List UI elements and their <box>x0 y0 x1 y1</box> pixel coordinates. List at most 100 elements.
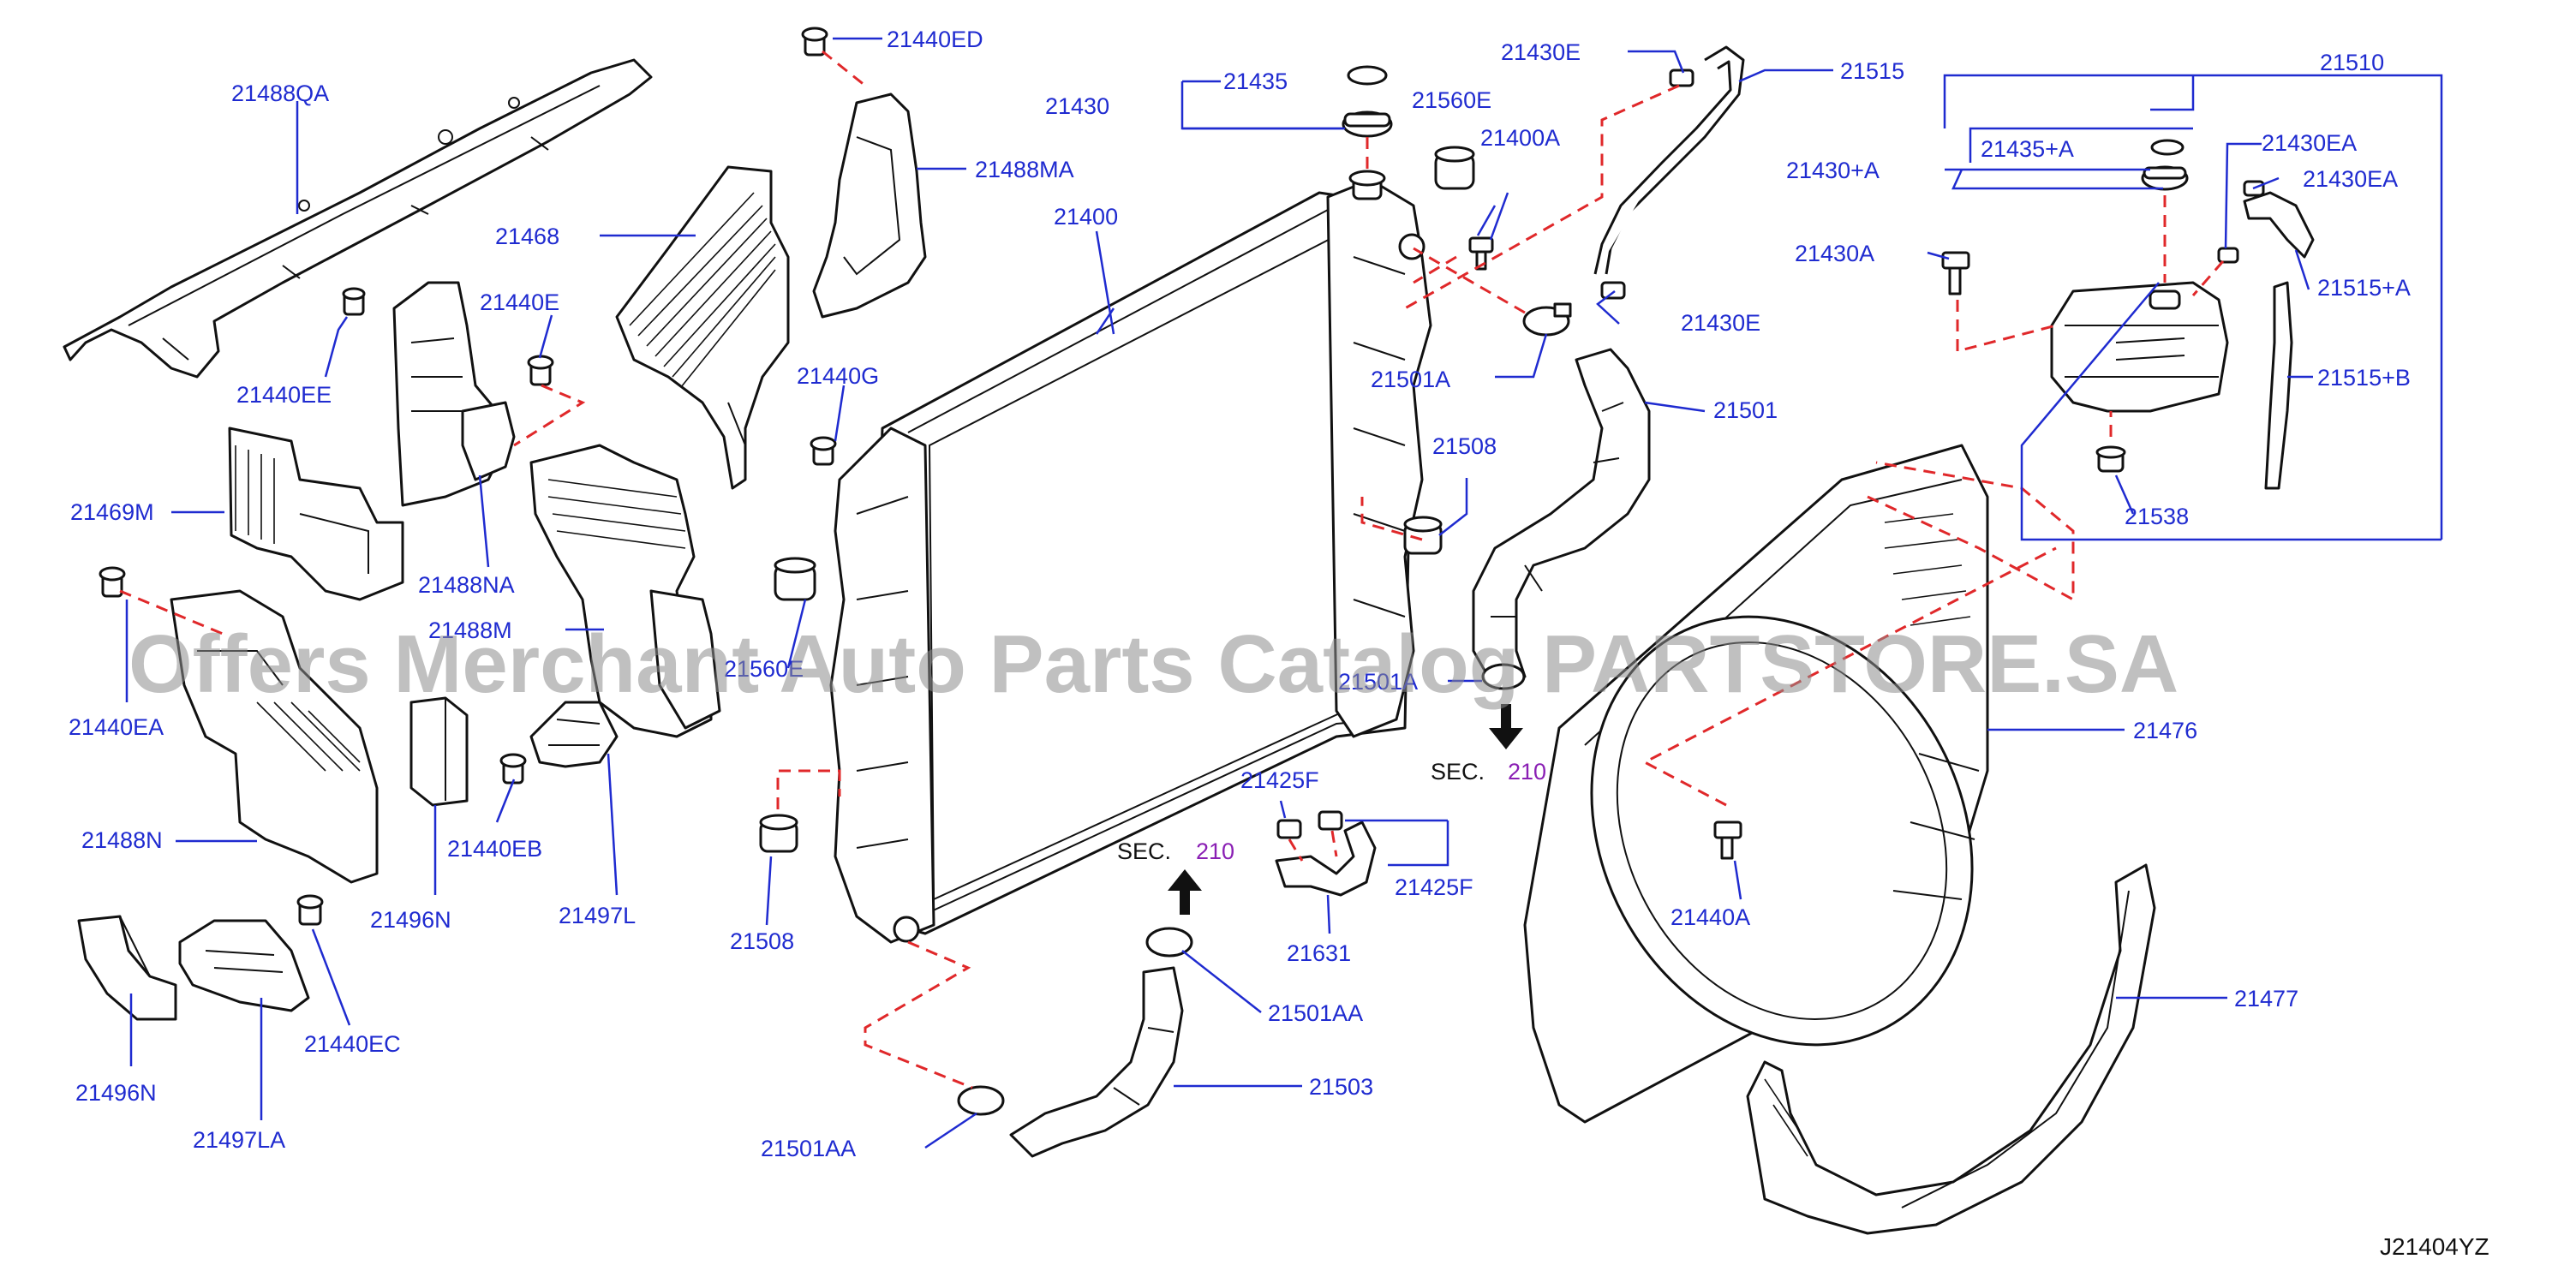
part-21425F-right <box>1318 810 1343 831</box>
part-21440EA-left <box>99 566 126 598</box>
label-21515B-plus: 21515+B <box>2317 365 2411 391</box>
part-21430A-bolt <box>1941 251 1970 295</box>
part-21400A-bolt <box>1468 236 1494 271</box>
sec-right-number: 210 <box>1508 759 1546 785</box>
sec-right-word: SEC. <box>1431 759 1485 785</box>
label-21430E-low: 21430E <box>1681 310 1760 336</box>
label-21560E: 21560E <box>1412 87 1491 113</box>
label-21469M: 21469M <box>70 499 154 525</box>
label-21440ED: 21440ED <box>887 27 983 52</box>
part-21501AA-clamp-mid <box>1145 927 1193 958</box>
part-21469M <box>228 427 404 601</box>
label-21501A-mid: 21501A <box>1338 669 1418 695</box>
part-21430-cap <box>1342 110 1393 138</box>
part-21435A-seal <box>2150 139 2185 156</box>
part-21501A-clamp-mid <box>1481 663 1526 690</box>
part-21496N-lower <box>77 915 177 1021</box>
part-21430EA-clip-1 <box>2217 247 2239 264</box>
label-21631: 21631 <box>1287 940 1351 966</box>
label-21497L: 21497L <box>559 903 636 928</box>
part-21440A-bolt <box>1713 820 1742 860</box>
label-21430EA-2: 21430EA <box>2303 166 2398 192</box>
label-21501AA-low: 21501AA <box>761 1136 856 1161</box>
part-21515-hose <box>1593 45 1745 275</box>
part-21440E-left <box>527 355 554 386</box>
label-21488NA: 21488NA <box>418 572 515 598</box>
sec-arrow-right <box>1489 704 1523 749</box>
label-21430A-plus: 21430+A <box>1786 158 1880 183</box>
label-21425F-top: 21425F <box>1240 767 1319 793</box>
part-21497L <box>529 701 619 768</box>
part-21400-radiator <box>829 170 1432 944</box>
label-21468: 21468 <box>495 224 559 249</box>
label-21440EB: 21440EB <box>447 836 542 862</box>
sec-left-number: 210 <box>1196 838 1234 864</box>
label-21515: 21515 <box>1840 58 1904 84</box>
watermark-text: Offers Merchant Auto Parts Catalog PARTS… <box>129 618 2179 710</box>
label-21425F-right: 21425F <box>1395 874 1473 900</box>
part-21508-left <box>759 814 798 853</box>
label-21430A: 21430A <box>1795 241 1874 266</box>
part-21560E-left <box>774 557 816 601</box>
part-21488N <box>170 589 379 884</box>
part-21538-cap <box>2095 445 2126 473</box>
label-21496N-middle: 21496N <box>370 907 451 933</box>
label-21488MA: 21488MA <box>975 157 1074 182</box>
part-21515B-hose <box>2264 281 2293 490</box>
diagram-code: J21404YZ <box>2380 1233 2489 1260</box>
part-21468 <box>615 165 790 490</box>
part-21440EB <box>499 753 527 785</box>
label-21508-left: 21508 <box>730 928 794 954</box>
part-21497LA <box>178 919 310 1012</box>
label-21488QA: 21488QA <box>231 81 329 106</box>
part-21508-mid <box>1403 516 1443 555</box>
label-21440A: 21440A <box>1671 904 1750 930</box>
label-21477: 21477 <box>2234 986 2298 1011</box>
part-labels: 21488QA 21440EE 21469M 21440EA 21488N 21… <box>69 27 2411 1161</box>
sec-arrow-left <box>1168 869 1202 915</box>
label-21440G: 21440G <box>797 363 879 389</box>
part-21477-lower-shroud <box>1746 863 2156 1235</box>
label-21501A-top: 21501A <box>1371 367 1450 392</box>
part-21430E-low <box>1600 281 1626 300</box>
label-21435A-plus: 21435+A <box>1981 136 2074 162</box>
label-21440EA-left: 21440EA <box>69 714 164 740</box>
label-21508-mid: 21508 <box>1432 433 1497 459</box>
dashed-connection-lines <box>119 50 2225 1089</box>
part-21488MA <box>812 92 927 319</box>
part-21476-fan-shroud <box>1523 444 1989 1124</box>
part-21501-hose <box>1472 348 1651 683</box>
label-21430: 21430 <box>1045 93 1109 119</box>
part-21430E-top <box>1669 69 1694 87</box>
part-21560E-right <box>1434 146 1475 190</box>
part-21515A-hose <box>2243 191 2315 259</box>
part-21488M <box>529 444 721 738</box>
label-21501AA-mid: 21501AA <box>1268 1000 1363 1026</box>
part-21425F-top <box>1276 819 1302 839</box>
label-21440EC: 21440EC <box>304 1031 401 1057</box>
part-21440ED <box>801 27 828 57</box>
label-21497LA: 21497LA <box>193 1127 285 1153</box>
part-21496N-middle <box>409 696 469 807</box>
part-21440EE <box>342 287 366 316</box>
label-21400A: 21400A <box>1480 125 1560 151</box>
label-21488M: 21488M <box>428 618 512 643</box>
section-references: SEC. 210 SEC. 210 <box>1117 759 1546 864</box>
label-21503: 21503 <box>1309 1074 1373 1100</box>
part-21488NA <box>392 281 516 507</box>
label-21400: 21400 <box>1054 204 1118 230</box>
label-21488N: 21488N <box>81 827 163 853</box>
leader-lines <box>125 37 2443 1149</box>
label-21476: 21476 <box>2133 718 2197 743</box>
part-21440EC <box>296 894 324 926</box>
part-21430A-plus-cap <box>2141 165 2189 191</box>
label-21501: 21501 <box>1713 397 1778 423</box>
label-21510: 21510 <box>2320 50 2384 75</box>
part-21503-hose <box>1009 966 1184 1158</box>
label-21440EE: 21440EE <box>236 382 332 408</box>
label-21430E-top: 21430E <box>1501 39 1581 65</box>
label-21435: 21435 <box>1223 69 1288 94</box>
part-21440G <box>810 436 837 466</box>
label-21515A-plus: 21515+A <box>2317 275 2411 301</box>
